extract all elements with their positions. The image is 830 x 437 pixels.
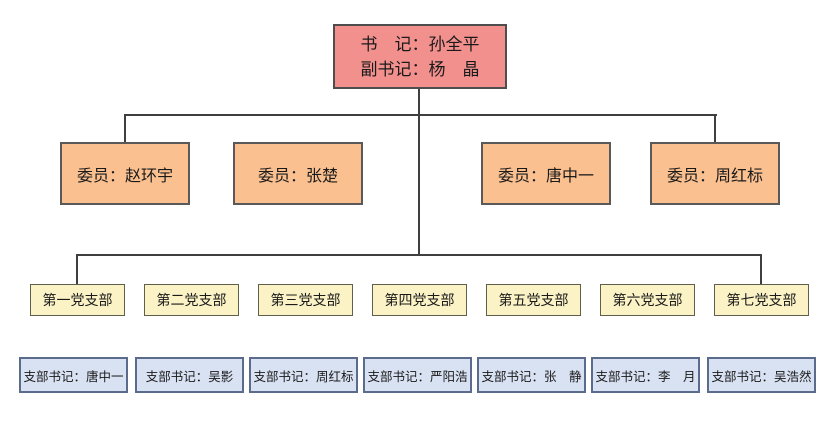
node-branch-secretary-4: 支部书记：严阳浩 <box>363 357 472 393</box>
node-branch-secretary-1: 支部书记：唐中一 <box>19 357 128 393</box>
node-branch-secretary-5: 支部书记：张 静 <box>477 357 586 393</box>
node-branch-1: 第一党支部 <box>30 284 125 316</box>
connector-branch-hline <box>76 254 762 256</box>
node-committee-member-3: 委员：唐中一 <box>481 142 611 205</box>
node-branch-3: 第三党支部 <box>258 284 353 316</box>
node-branch-secretary-7: 支部书记：吴浩然 <box>707 357 816 393</box>
node-branch-4: 第四党支部 <box>372 284 467 316</box>
node-secretary-root: 书 记：孙全平 副书记：杨 晶 <box>333 24 507 89</box>
secretary-line: 书 记：孙全平 <box>360 34 480 54</box>
node-branch-secretary-6: 支部书记：李 月 <box>591 357 700 393</box>
node-committee-member-1: 委员：赵环宇 <box>60 142 190 205</box>
connector-committee-hline <box>124 114 717 116</box>
node-branch-5: 第五党支部 <box>486 284 581 316</box>
connector-center-trunk <box>418 114 420 256</box>
connector-drop-member4 <box>714 114 716 142</box>
connector-drop-branch1 <box>76 254 78 284</box>
deputy-secretary-line: 副书记：杨 晶 <box>360 59 480 79</box>
connector-drop-member1 <box>124 114 126 142</box>
node-committee-member-2: 委员：张楚 <box>233 142 363 205</box>
node-branch-secretary-3: 支部书记：周红标 <box>249 357 358 393</box>
node-branch-2: 第二党支部 <box>144 284 239 316</box>
node-branch-secretary-2: 支部书记：吴影 <box>135 357 244 393</box>
node-branch-6: 第六党支部 <box>600 284 695 316</box>
connector-drop-branch7 <box>760 254 762 284</box>
node-branch-7: 第七党支部 <box>714 284 809 316</box>
connector-root-trunk <box>418 89 420 116</box>
node-committee-member-4: 委员：周红标 <box>650 142 780 205</box>
